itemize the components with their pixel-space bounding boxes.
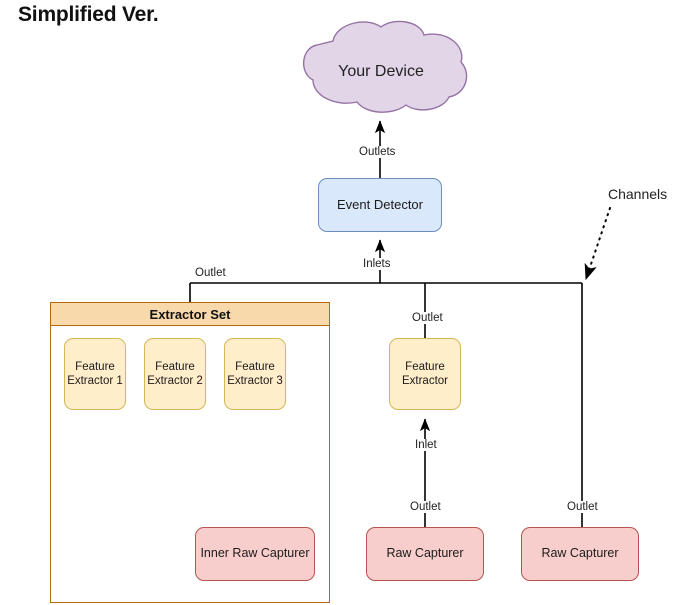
annotation-channels: Channels — [608, 186, 668, 202]
extractor-set-label: Extractor Set — [149, 306, 231, 322]
extractor-set-header: Extractor Set — [50, 302, 330, 326]
node-raw-capturer-right[interactable]: Raw Capturer — [521, 527, 639, 581]
edge-label-raw-capturer-right-outlet: Outlet — [564, 501, 601, 513]
node-event-detector[interactable]: Event Detector — [318, 178, 442, 232]
event-detector-label: Event Detector — [337, 197, 423, 213]
edge-label-outlets: Outlets — [356, 146, 399, 158]
raw-capturer-middle-label: Raw Capturer — [386, 546, 464, 561]
node-inner-raw-capturer[interactable]: Inner Raw Capturer — [195, 527, 315, 581]
edge-label-feature-extractor-outlet: Outlet — [409, 312, 446, 324]
inner-raw-capturer-label: Inner Raw Capturer — [200, 546, 310, 561]
feature-extractor-3-label: Feature Extractor 3 — [227, 360, 283, 387]
raw-capturer-right-label: Raw Capturer — [541, 546, 619, 561]
edge-label-inlets: Inlets — [360, 258, 394, 270]
feature-extractor-2-label: Feature Extractor 2 — [147, 360, 203, 387]
edge-label-extractor-set-outlet: Outlet — [192, 267, 229, 279]
node-feature-extractor-2[interactable]: Feature Extractor 2 — [144, 338, 206, 410]
node-your-device[interactable]: Your Device — [298, 18, 464, 110]
your-device-label: Your Device — [338, 63, 424, 80]
node-raw-capturer-middle[interactable]: Raw Capturer — [366, 527, 484, 581]
feature-extractor-label: Feature Extractor — [401, 360, 448, 387]
node-feature-extractor-1[interactable]: Feature Extractor 1 — [64, 338, 126, 410]
edge-label-feature-extractor-inlet: Inlet — [412, 439, 440, 451]
node-feature-extractor[interactable]: Feature Extractor — [389, 338, 461, 410]
feature-extractor-1-label: Feature Extractor 1 — [67, 360, 123, 387]
page-title: Simplified Ver. — [18, 3, 159, 26]
edge-label-raw-capturer-middle-outlet: Outlet — [407, 501, 444, 513]
node-feature-extractor-3[interactable]: Feature Extractor 3 — [224, 338, 286, 410]
